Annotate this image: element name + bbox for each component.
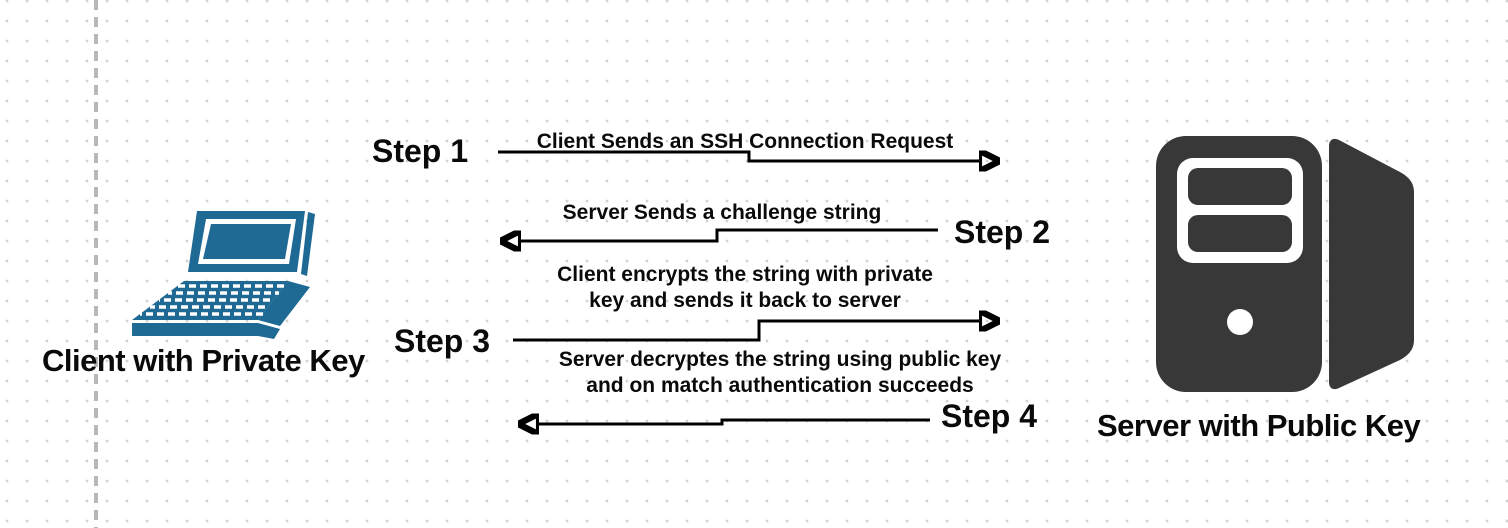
step2-message-line: Server Sends a challenge string [562, 201, 882, 224]
step2-arrow [519, 228, 938, 241]
step4-message-line1: Server decryptes the string using public… [558, 348, 1002, 371]
step4-arrow [537, 420, 930, 424]
step2-message: Server Sends a challenge string [563, 200, 882, 226]
step1-label: Step 1 [372, 133, 469, 169]
step2-label: Step 2 [954, 214, 1051, 250]
server-icon [1156, 136, 1414, 392]
step1-message: Client Sends an SSH Connection Request [537, 129, 954, 155]
left-dashed-guide-line [94, 0, 98, 528]
step3-message-line1: Client encrypts the string with private [557, 263, 933, 286]
server-label: Server with Public Key [1097, 408, 1421, 443]
step1-message-line: Client Sends an SSH Connection Request [536, 130, 954, 153]
client-label: Client with Private Key [42, 343, 365, 378]
step4-message: Server decryptes the string using public… [559, 347, 1001, 399]
step3-arrow [513, 321, 981, 342]
step3-label: Step 3 [394, 323, 491, 359]
step4-message-line2: and on match authentication succeeds [586, 374, 974, 397]
step4-label: Step 4 [941, 398, 1038, 434]
step3-message-line2: key and sends it back to server [589, 289, 901, 312]
step3-message: Client encrypts the string with private … [557, 262, 933, 314]
laptop-icon [132, 211, 315, 339]
